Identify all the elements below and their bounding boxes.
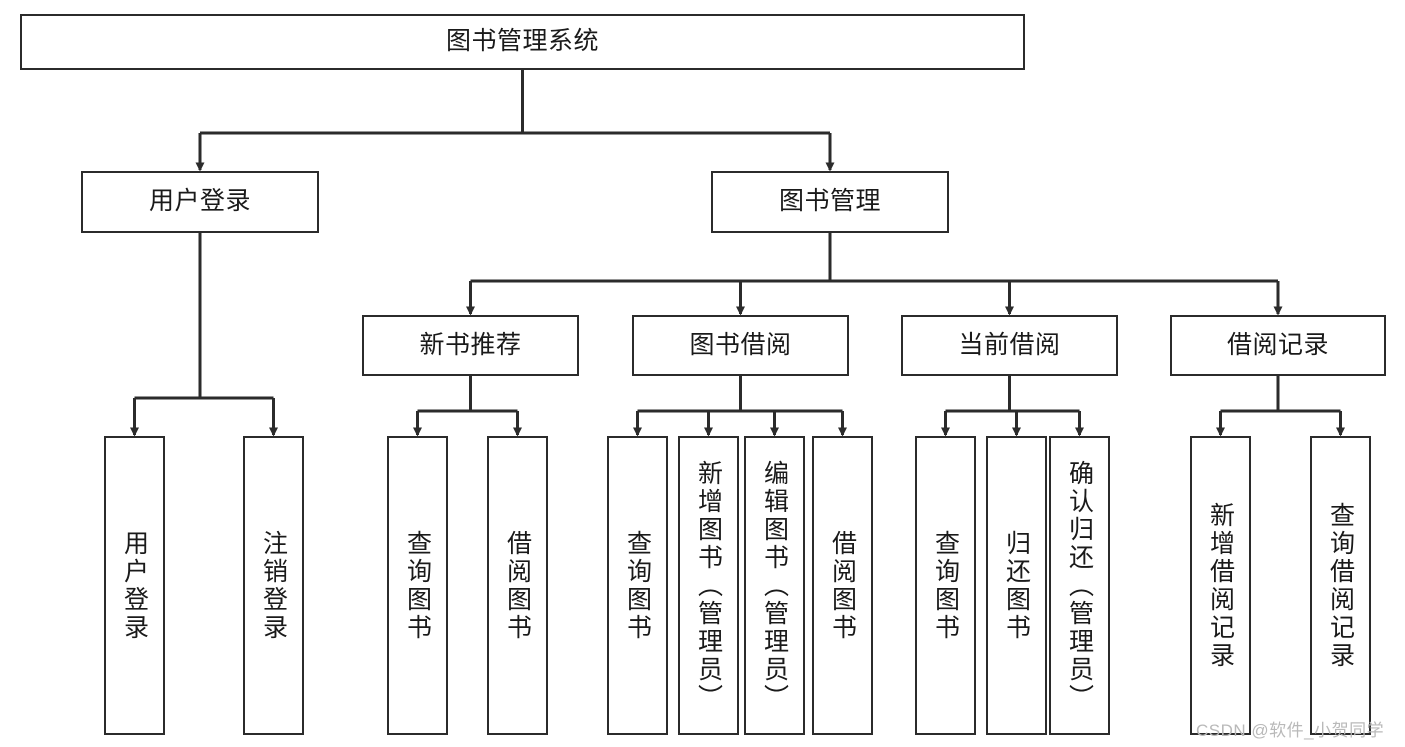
node-new-book-recommend-label: 新书推荐 [419, 330, 522, 359]
node-current-borrow[interactable]: 当前借阅 [901, 315, 1118, 376]
node-root[interactable]: 图书管理系统 [20, 14, 1025, 70]
leaf-current-return-book-label: 归还图书 [1002, 529, 1031, 642]
leaf-user-login[interactable]: 用户登录 [104, 436, 165, 735]
node-borrow-records-label: 借阅记录 [1226, 330, 1329, 359]
leaf-current-confirm-return-admin-label: 确认归还（管理员） [1065, 459, 1094, 712]
leaf-newbook-borrow-book[interactable]: 借阅图书 [487, 436, 548, 735]
csdn-watermark: CSDN @软件_小贺同学 [1196, 721, 1385, 740]
leaf-newbook-borrow-book-label: 借阅图书 [503, 529, 532, 642]
node-user-login-label: 用户登录 [148, 187, 251, 216]
node-root-label: 图书管理系统 [445, 27, 599, 56]
leaf-user-logout-label: 注销登录 [259, 529, 288, 642]
leaf-borrow-add-book-admin-label: 新增图书（管理员） [694, 459, 723, 712]
leaf-borrow-edit-book-admin[interactable]: 编辑图书（管理员） [744, 436, 805, 735]
leaf-record-query-record[interactable]: 查询借阅记录 [1310, 436, 1371, 735]
node-book-borrow[interactable]: 图书借阅 [632, 315, 849, 376]
leaf-user-logout[interactable]: 注销登录 [243, 436, 304, 735]
leaf-borrow-edit-book-admin-label: 编辑图书（管理员） [760, 459, 789, 712]
leaf-record-add-record-label: 新增借阅记录 [1206, 501, 1235, 670]
leaf-current-return-book[interactable]: 归还图书 [986, 436, 1047, 735]
leaf-newbook-query-book-label: 查询图书 [403, 529, 432, 642]
node-book-borrow-label: 图书借阅 [689, 330, 792, 359]
leaf-borrow-borrow-book[interactable]: 借阅图书 [812, 436, 873, 735]
leaf-user-login-label: 用户登录 [120, 529, 149, 642]
leaf-borrow-borrow-book-label: 借阅图书 [828, 529, 857, 642]
leaf-current-query-book[interactable]: 查询图书 [915, 436, 976, 735]
leaf-current-query-book-label: 查询图书 [931, 529, 960, 642]
leaf-borrow-query-book[interactable]: 查询图书 [607, 436, 668, 735]
leaf-record-query-record-label: 查询借阅记录 [1326, 501, 1355, 670]
node-new-book-recommend[interactable]: 新书推荐 [362, 315, 579, 376]
node-book-management[interactable]: 图书管理 [711, 171, 949, 233]
node-current-borrow-label: 当前借阅 [958, 330, 1061, 359]
node-borrow-records[interactable]: 借阅记录 [1170, 315, 1386, 376]
node-user-login[interactable]: 用户登录 [81, 171, 319, 233]
leaf-borrow-add-book-admin[interactable]: 新增图书（管理员） [678, 436, 739, 735]
leaf-current-confirm-return-admin[interactable]: 确认归还（管理员） [1049, 436, 1110, 735]
node-book-management-label: 图书管理 [778, 187, 881, 216]
leaf-record-add-record[interactable]: 新增借阅记录 [1190, 436, 1251, 735]
leaf-borrow-query-book-label: 查询图书 [623, 529, 652, 642]
leaf-newbook-query-book[interactable]: 查询图书 [387, 436, 448, 735]
